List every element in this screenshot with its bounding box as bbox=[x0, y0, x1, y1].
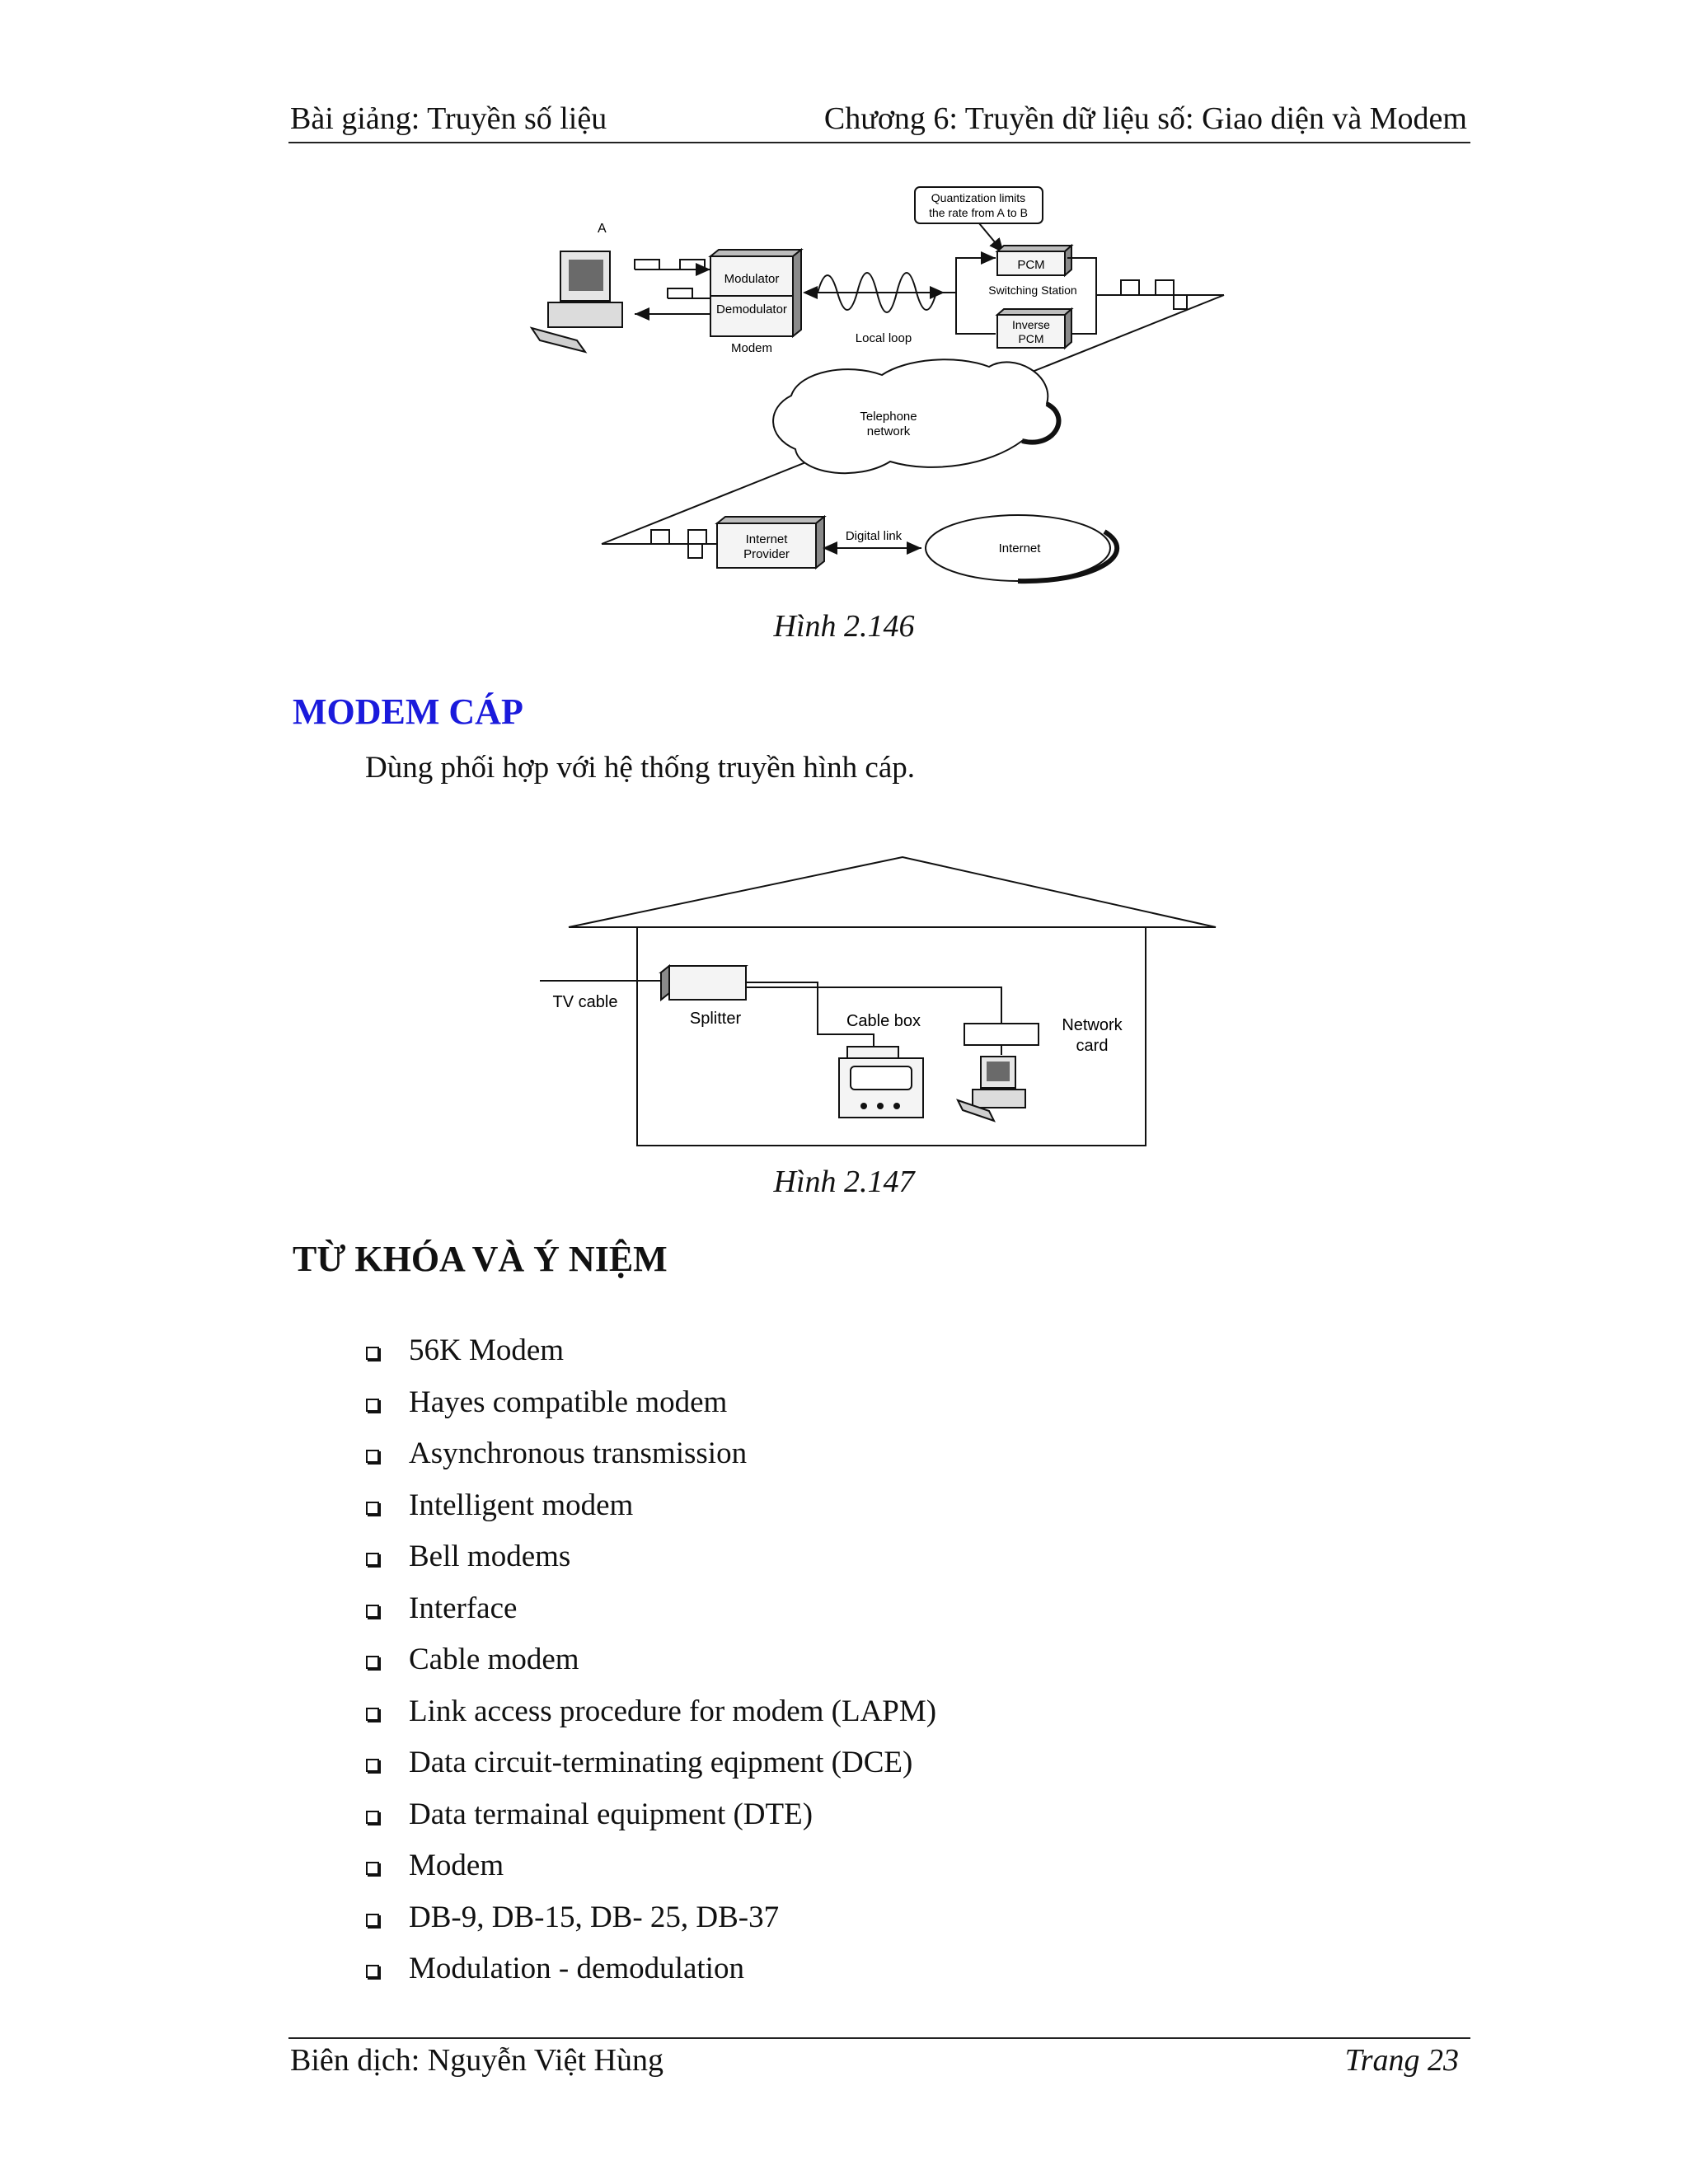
list-item-label: DB-9, DB-15, DB- 25, DB-37 bbox=[409, 1900, 780, 1934]
checkbox-bullet-icon bbox=[366, 1398, 379, 1412]
cable-box-device bbox=[838, 1046, 924, 1118]
computer-icon bbox=[956, 1056, 1026, 1122]
label-pcm: PCM bbox=[1017, 258, 1044, 272]
checkbox-bullet-icon bbox=[366, 1553, 379, 1566]
list-item-label: Link access procedure for modem (LAPM) bbox=[409, 1694, 937, 1728]
figure2-caption: Hình 2.147 bbox=[773, 1165, 915, 1199]
label-modem: Modem bbox=[731, 341, 772, 355]
list-item-label: Interface bbox=[409, 1591, 518, 1625]
label-network-line2: card bbox=[1076, 1037, 1109, 1055]
label-a: A bbox=[598, 222, 607, 236]
modem-box bbox=[708, 247, 804, 339]
checkbox-bullet-icon bbox=[366, 1965, 379, 1978]
list-item-label: Modem bbox=[409, 1849, 504, 1882]
splitter-box bbox=[659, 963, 748, 1002]
list-item: Interface bbox=[363, 1583, 936, 1635]
list-item: DB-9, DB-15, DB- 25, DB-37 bbox=[363, 1892, 936, 1944]
digital-pulses-isp bbox=[650, 529, 707, 559]
list-item-label: Bell modems bbox=[409, 1540, 571, 1573]
checkbox-bullet-icon bbox=[366, 1707, 379, 1721]
footer-rule bbox=[288, 2037, 1470, 2039]
list-item: Bell modems bbox=[363, 1531, 936, 1583]
digital-pulses-station bbox=[1120, 279, 1188, 310]
house-roof bbox=[568, 855, 1217, 928]
header-left: Bài giảng: Truyền số liệu bbox=[290, 101, 607, 136]
keywords-list: 56K Modem Hayes compatible modem Asynchr… bbox=[363, 1325, 936, 1995]
list-item-label: Data termainal equipment (DTE) bbox=[409, 1797, 814, 1831]
cloud-shadow bbox=[1021, 401, 1062, 445]
callout-box bbox=[914, 186, 1043, 224]
list-item-label: Hayes compatible modem bbox=[409, 1385, 728, 1419]
label-network-line1: Network bbox=[1062, 1016, 1123, 1034]
list-item-label: Data circuit-terminating eqipment (DCE) bbox=[409, 1746, 913, 1779]
list-item: Link access procedure for modem (LAPM) bbox=[363, 1686, 936, 1738]
callout-line2: the rate from A to B bbox=[929, 206, 1028, 219]
arrow-to-pcm bbox=[955, 251, 996, 293]
checkbox-bullet-icon bbox=[366, 1656, 379, 1669]
section-cable-heading: MODEM CÁP bbox=[293, 691, 523, 732]
list-item-label: 56K Modem bbox=[409, 1333, 565, 1367]
label-local-loop: Local loop bbox=[856, 331, 912, 345]
section-cable-text: Dùng phối hợp với hệ thống truyền hình c… bbox=[365, 751, 916, 785]
label-inverse-line1: Inverse bbox=[1012, 318, 1050, 331]
list-item: Cable modem bbox=[363, 1634, 936, 1686]
checkbox-bullet-icon bbox=[366, 1810, 379, 1824]
label-splitter: Splitter bbox=[690, 1010, 742, 1028]
arrow-from-inverse bbox=[955, 293, 996, 335]
label-internet: Internet bbox=[999, 541, 1042, 555]
list-item: Hayes compatible modem bbox=[363, 1377, 936, 1429]
header-right: Chương 6: Truyền dữ liệu số: Giao diện v… bbox=[823, 101, 1467, 136]
checkbox-bullet-icon bbox=[366, 1450, 379, 1463]
pcm-box bbox=[995, 243, 1074, 278]
list-item: Modem bbox=[363, 1840, 936, 1892]
list-item: Intelligent modem bbox=[363, 1480, 936, 1532]
footer-right: Trang 23 bbox=[1344, 2043, 1459, 2078]
list-item: Asynchronous transmission bbox=[363, 1428, 936, 1480]
list-item-label: Modulation - demodulation bbox=[409, 1952, 744, 1985]
figure-cable-modem-house: TV cable Splitter Cable box Network card bbox=[540, 855, 1217, 1146]
footer-left: Biên dịch: Nguyễn Việt Hùng bbox=[290, 2043, 663, 2078]
label-inverse-line2: PCM bbox=[1018, 332, 1043, 345]
callout-line1: Quantization limits bbox=[931, 191, 1025, 204]
label-telephone-line1: Telephone bbox=[860, 410, 917, 424]
label-switching-station: Switching Station bbox=[988, 284, 1076, 297]
network-card-box bbox=[964, 1023, 1039, 1046]
list-item-label: Cable modem bbox=[409, 1643, 579, 1676]
isp-box bbox=[715, 514, 827, 570]
label-tv-cable: TV cable bbox=[553, 993, 618, 1011]
callout-pointer bbox=[978, 223, 1005, 254]
checkbox-bullet-icon bbox=[366, 1759, 379, 1772]
checkbox-bullet-icon bbox=[366, 1862, 379, 1875]
list-item: Modulation - demodulation bbox=[363, 1943, 936, 1995]
checkbox-bullet-icon bbox=[366, 1913, 379, 1927]
list-item: Data circuit-terminating eqipment (DCE) bbox=[363, 1737, 936, 1789]
line-to-network-card bbox=[746, 987, 1002, 1024]
label-cable-box: Cable box bbox=[846, 1012, 921, 1030]
checkbox-bullet-icon bbox=[366, 1501, 379, 1515]
line-to-cable-box bbox=[746, 982, 874, 1047]
label-modulator: Modulator bbox=[724, 272, 780, 286]
section-keywords-heading: TỪ KHÓA VÀ Ý NIỆM bbox=[293, 1239, 668, 1279]
analog-wave bbox=[817, 272, 937, 313]
checkbox-bullet-icon bbox=[366, 1604, 379, 1618]
internet-shadow bbox=[1017, 529, 1120, 584]
list-item-label: Asynchronous transmission bbox=[409, 1436, 748, 1470]
list-item: Data termainal equipment (DTE) bbox=[363, 1789, 936, 1841]
figure1-caption: Hình 2.146 bbox=[773, 609, 915, 644]
label-demodulator: Demodulator bbox=[716, 302, 787, 316]
header-rule bbox=[288, 142, 1470, 143]
inverse-pcm-box bbox=[995, 307, 1074, 350]
checkbox-bullet-icon bbox=[366, 1347, 379, 1360]
list-item-label: Intelligent modem bbox=[409, 1488, 634, 1522]
label-telephone-line2: network bbox=[867, 424, 911, 438]
computer-a-icon bbox=[529, 251, 623, 354]
label-digital-link: Digital link bbox=[846, 529, 903, 543]
label-isp-line2: Provider bbox=[743, 547, 790, 561]
figure-modem-internet: A Modulator Demodulator Modem Local loop… bbox=[529, 186, 1225, 584]
list-item: 56K Modem bbox=[363, 1325, 936, 1377]
label-isp-line1: Internet bbox=[746, 532, 789, 546]
